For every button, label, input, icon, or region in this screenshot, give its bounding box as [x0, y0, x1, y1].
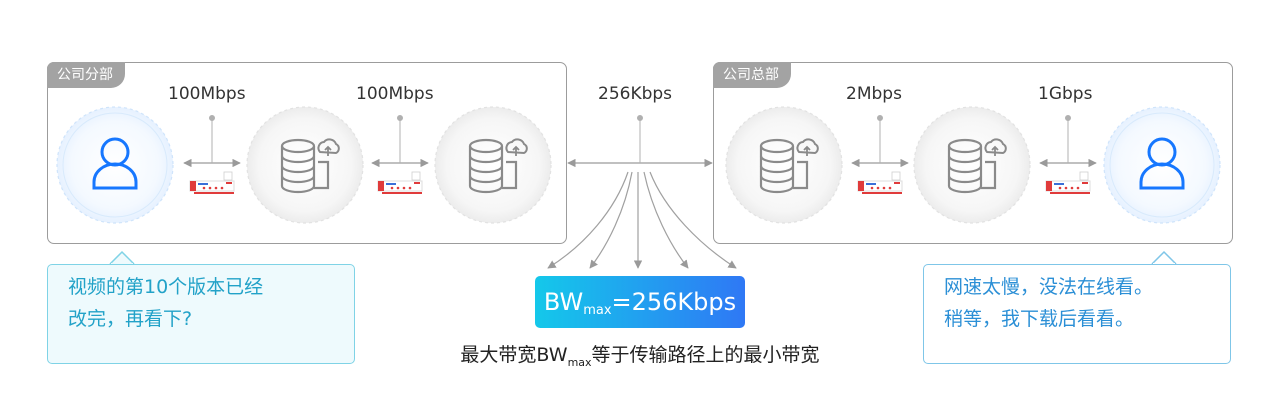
caption-sub: max — [567, 355, 592, 369]
server-node-right-2 — [913, 106, 1031, 224]
user-node-left — [56, 106, 174, 224]
server-node-left-1 — [246, 106, 364, 224]
caption-part1: 最大带宽BW — [460, 344, 568, 366]
bubble-left-line2: 改完，再看下? — [68, 308, 193, 330]
bandwidth-box: BWmax=256Kbps — [535, 276, 745, 328]
speed-label-left-2: 100Mbps — [356, 84, 434, 104]
user-icon — [92, 137, 138, 190]
user-node-right — [1103, 106, 1221, 224]
bubble-right-line1: 网速太慢，没法在线看。 — [944, 276, 1154, 298]
speed-label-right-1: 2Mbps — [846, 84, 902, 104]
bandwidth-caption: 最大带宽BWmax等于传输路径上的最小带宽 — [400, 340, 880, 369]
speed-label-left-1: 100Mbps — [168, 84, 246, 104]
bubble-right-tail — [1151, 250, 1177, 265]
bandwidth-prefix: BW — [543, 288, 584, 316]
bandwidth-fan — [547, 171, 737, 269]
branch-office-box: 公司分部 — [47, 62, 567, 244]
speed-label-right-2: 1Gbps — [1038, 84, 1093, 104]
headquarters-box: 公司总部 — [713, 62, 1233, 244]
bandwidth-value: =256Kbps — [611, 288, 737, 316]
bubble-left: 视频的第10个版本已经 改完，再看下? — [47, 264, 355, 364]
caption-part2: 等于传输路径上的最小带宽 — [591, 344, 820, 366]
user-icon — [1139, 137, 1185, 190]
speed-label-center: 256Kbps — [598, 84, 673, 104]
speed-pointers — [209, 115, 1071, 163]
server-node-right-1 — [725, 106, 843, 224]
bubble-right: 网速太慢，没法在线看。 稍等，我下载后看看。 — [923, 264, 1231, 364]
headquarters-label: 公司总部 — [713, 62, 791, 88]
bubble-left-line1: 视频的第10个版本已经 — [68, 276, 264, 298]
bandwidth-sub: max — [583, 303, 612, 318]
branch-office-label: 公司分部 — [47, 62, 125, 88]
bubble-left-tail — [109, 250, 135, 265]
bubble-right-line2: 稍等，我下载后看看。 — [944, 308, 1135, 330]
server-node-left-2 — [434, 106, 552, 224]
